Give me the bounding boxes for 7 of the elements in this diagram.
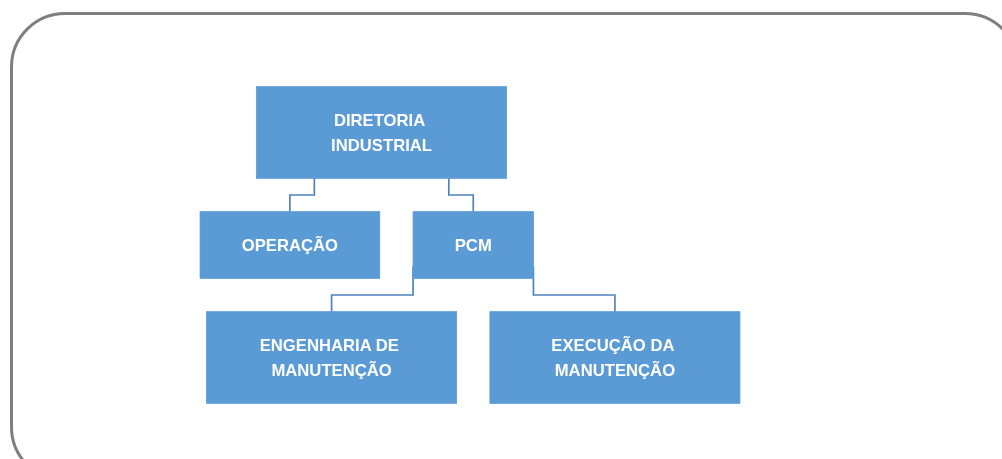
node-box: PCM (412, 211, 534, 279)
node-box: OPERAÇÃO (199, 211, 381, 279)
node-box: EXECUÇÃO DA MANUTENÇÃO (489, 311, 741, 404)
node-box: DIRETORIA INDUSTRIAL (256, 86, 507, 179)
connector (447, 177, 475, 213)
connector (289, 177, 316, 213)
node-box: ENGENHARIA DE MANUTENÇÃO (206, 311, 457, 404)
